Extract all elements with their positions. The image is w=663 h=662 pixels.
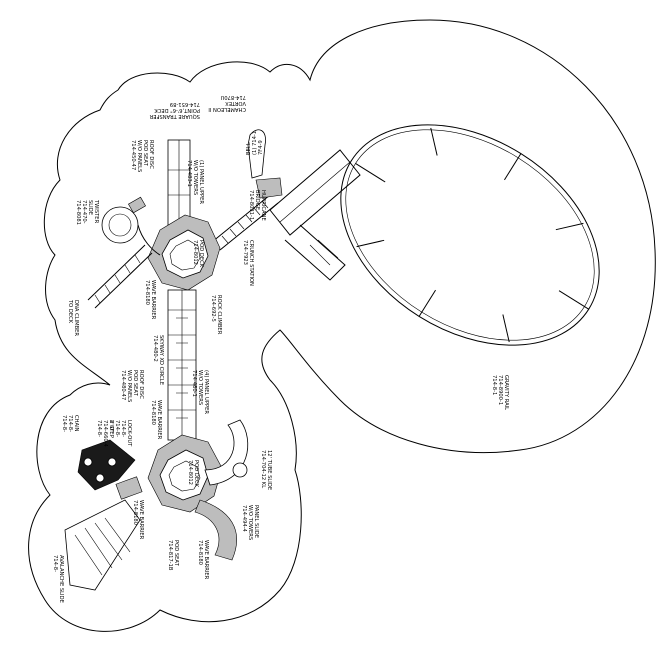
label-dna-climber: DNA CLIMBERTO DECK	[67, 299, 79, 336]
avalanche-slide	[64, 499, 141, 591]
label-panel-slide: PANEL SLIDEW/O TOWERS714-494-4	[241, 505, 259, 540]
label-gravity-rail-text: GRAVITY RAIL714-8900-1714-8-1	[491, 375, 509, 410]
label-panel-upper: (1) PANEL UPPERW/O TOWERS714-483-1	[186, 160, 204, 204]
label-wave-barrier-low-text: WAVE BARRIER714-8180	[197, 540, 209, 580]
label-step: 2 STEP714-660-4714-8-	[96, 420, 114, 448]
label-rock-climber: ROCK CLIMBER714-692-5	[210, 295, 222, 335]
label-twister-text: TWISTERSLIDE714-470-714-8081	[75, 199, 99, 225]
label-square-deck: SQUARE TRANSFERPOINT,6'-6" DECK714-651-8…	[149, 101, 200, 119]
label-rock-climber-text: ROCK CLIMBER714-692-5	[210, 295, 222, 335]
label-lock-out-text: LOCK-OUT714-8-714-8-8'-0"	[108, 420, 132, 447]
square-transfer-deck	[167, 139, 191, 226]
label-crunch: CRUNCH STATION714-7923	[242, 240, 254, 286]
twister-slide	[101, 206, 161, 256]
label-tube-slide-text: 12' TUBE SLIDE714-704-12 KL	[260, 450, 272, 490]
label-pod-seat: POD SEAT714-817-1B	[167, 540, 179, 571]
label-skyway-text: SKYWAY XD CIRCLE714-480-2	[152, 335, 164, 385]
skyway-bridge	[167, 289, 197, 441]
label-wave-barrier-mid: WAVE BARRIER714-8180	[150, 400, 162, 440]
label-step-text: 2 STEP714-660-4714-8-	[96, 420, 114, 448]
label-bell-text: BELL(1) 714-17F4-9	[246, 131, 264, 155]
label-roof-disc2-text: ROOF DISCPOD SEATW/O PANELS714-480-47	[120, 370, 144, 402]
label-avalanche: AVALANCHE SLIDE714-8-	[52, 555, 64, 603]
label-wave-barrier-bot: WAVE BARRIER714-8180	[132, 500, 144, 540]
label-tube-slide: 12' TUBE SLIDE714-704-12 KL	[260, 450, 272, 490]
label-hurricane: HURRICANEBRIDGE714-8031-1	[248, 190, 266, 221]
label-square-deck-text: SQUARE TRANSFERPOINT,6'-6" DECK714-651-8…	[149, 101, 200, 119]
dna-climber	[87, 244, 153, 309]
safety-zone-boundary	[28, 19, 656, 632]
label-dna-climber-text: DNA CLIMBERTO DECK	[67, 299, 79, 336]
label-avalanche-text: AVALANCHE SLIDE714-8-	[52, 555, 64, 603]
label-roof-disc2: ROOF DISCPOD SEATW/O PANELS714-480-47	[120, 370, 144, 402]
label-panel-slide-text: PANEL SLIDEW/O TOWERS714-494-4	[241, 505, 259, 540]
label-hurricane-text: HURRICANEBRIDGE714-8031-1	[248, 190, 266, 221]
label-pod-deck-text: POD DECK714-8012	[192, 240, 204, 268]
label-pod-seat-text: POD SEAT714-817-1B	[167, 540, 179, 571]
label-chain-text: CHAIN714-8-714-8-	[61, 415, 79, 432]
label-pod-deck: POD DECK714-8012	[192, 240, 204, 268]
hurricane-bridge	[269, 149, 361, 281]
crunch-station-ladder	[211, 194, 279, 251]
label-pod-deck2: POD DECK714-8012	[187, 460, 199, 488]
chameleon-vortex	[247, 129, 283, 199]
label-gravity-rail: GRAVITY RAIL714-8900-1714-8-1	[491, 375, 509, 410]
label-wave-barrier-low: WAVE BARRIER714-8180	[197, 540, 209, 580]
label-crunch-text: CRUNCH STATION714-7923	[242, 240, 254, 286]
label-panel-upper2: (4) PANEL UPPERW/O TOWERS714-480-1	[191, 370, 209, 414]
label-roof-disc-text: ROOF DISCPOD SEATW/O PANELS714-450-47	[130, 140, 154, 172]
label-wave-barrier-bot-text: WAVE BARRIER714-8180	[132, 500, 144, 540]
label-wave-barrier-top: WAVE BARRIER714-8180	[144, 280, 156, 320]
chain-climber	[77, 439, 143, 500]
label-panel-upper2-text: (4) PANEL UPPERW/O TOWERS714-480-1	[191, 370, 209, 414]
label-pod-deck2-text: POD DECK714-8012	[187, 460, 199, 488]
upper-pod-deck	[147, 214, 221, 291]
label-bell: BELL(1) 714-17F4-9	[246, 131, 264, 155]
label-twister: TWISTERSLIDE714-470-714-8081	[75, 199, 99, 225]
label-roof-disc: ROOF DISCPOD SEATW/O PANELS714-450-47	[130, 140, 154, 172]
label-chameleon: CHAMELEON IIVORTEX714-870U	[208, 94, 246, 112]
label-wave-barrier-top-text: WAVE BARRIER714-8180	[144, 280, 156, 320]
label-skyway: SKYWAY XD CIRCLE714-480-2	[152, 335, 164, 385]
step-block	[128, 196, 146, 214]
label-chain: CHAIN714-8-714-8-	[61, 415, 79, 432]
label-lock-out: LOCK-OUT714-8-714-8-8'-0"	[108, 420, 132, 447]
lower-pod-deck	[147, 434, 223, 513]
label-wave-barrier-mid-text: WAVE BARRIER714-8180	[150, 400, 162, 440]
label-panel-upper-text: (1) PANEL UPPERW/O TOWERS714-483-1	[186, 160, 204, 204]
tube-slide	[194, 419, 249, 561]
label-chameleon-text: CHAMELEON IIVORTEX714-870U	[208, 94, 246, 112]
gravity-rail-track	[340, 124, 600, 346]
